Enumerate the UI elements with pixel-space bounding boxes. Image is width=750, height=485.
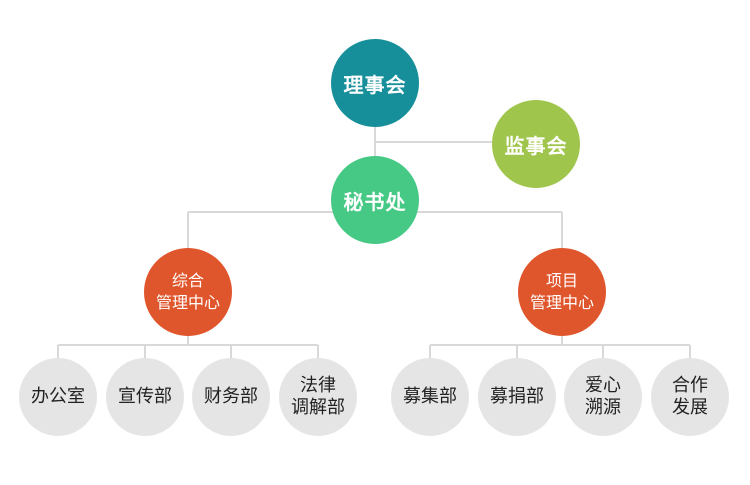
donation-node: 募捐部 [478,358,556,436]
general-center-line1: 综合 [171,271,204,290]
supervisors-label: 监事会 [504,133,568,158]
traceability-line2: 溯源 [585,397,621,418]
legal-mediation-node: 法律 调解部 [279,358,357,436]
cooperation-line2: 发展 [672,397,708,418]
council-node: 理事会 [331,39,419,127]
donation-label: 募捐部 [490,386,544,407]
legal-line1: 法律 [300,375,336,396]
legal-line2: 调解部 [291,397,345,418]
cooperation-line1: 合作 [672,375,708,396]
finance-label: 财务部 [204,386,258,407]
project-center-line2: 管理中心 [529,293,594,312]
publicity-node: 宣传部 [106,358,184,436]
traceability-node: 爱心 溯源 [564,358,642,436]
project-management-center-node: 项目 管理中心 [518,248,606,336]
general-management-center-node: 综合 管理中心 [144,248,232,336]
project-center-line1: 项目 [545,271,578,290]
supervisors-node: 监事会 [492,100,580,188]
cooperation-node: 合作 发展 [651,358,729,436]
fundraising-node: 募集部 [391,358,469,436]
finance-node: 财务部 [192,358,270,436]
office-label: 办公室 [31,386,85,407]
publicity-label: 宣传部 [118,386,172,407]
fundraising-label: 募集部 [403,386,457,407]
secretariat-node: 秘书处 [331,156,419,244]
general-center-line2: 管理中心 [155,293,220,312]
secretariat-label: 秘书处 [343,189,407,214]
council-label: 理事会 [343,72,407,97]
office-node: 办公室 [19,358,97,436]
traceability-line1: 爱心 [585,375,621,396]
